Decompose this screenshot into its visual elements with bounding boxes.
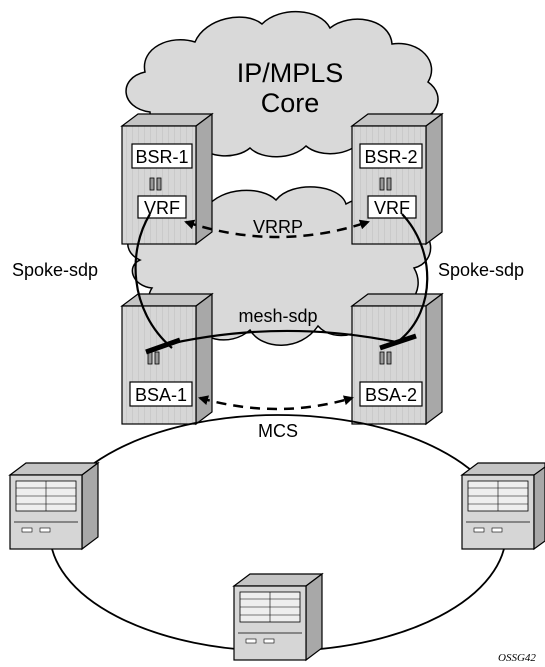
bsa2-label-box bbox=[359, 381, 423, 407]
bsa2-sap-bar bbox=[379, 333, 417, 351]
vrf1-label: VRF bbox=[144, 198, 180, 218]
mesh-sdp-link: mesh-sdp bbox=[145, 306, 417, 355]
figure-id: OSSG42 bbox=[498, 652, 536, 664]
bsa2-label: BSA-2 bbox=[365, 385, 417, 405]
cloud-label-line1: IP/MPLS bbox=[237, 58, 344, 88]
spoke-sdp-left-link: Spoke-sdp bbox=[12, 213, 173, 349]
bsr2-label-box bbox=[359, 143, 423, 169]
bsa1-router: BSA-1 bbox=[120, 292, 214, 426]
bsr1-router: BSR-1 VRF bbox=[120, 112, 214, 246]
bsa1-label: BSA-1 bbox=[135, 385, 187, 405]
mesh-sdp-label: mesh-sdp bbox=[238, 306, 317, 326]
spoke-sdp-right-label: Spoke-sdp bbox=[438, 260, 524, 280]
access-node-left bbox=[8, 461, 100, 551]
bsa1-label-box bbox=[129, 381, 193, 407]
mcs-link: MCS bbox=[198, 395, 354, 441]
access-node-right bbox=[460, 462, 545, 551]
bsa2-router: BSA-2 bbox=[350, 292, 444, 426]
bsr1-label-box bbox=[131, 143, 193, 169]
bsa1-sap-bar bbox=[145, 337, 181, 355]
bsr2-router: BSR-2 VRF bbox=[350, 112, 444, 246]
vrf2-label: VRF bbox=[374, 198, 410, 218]
bsr2-label: BSR-2 bbox=[364, 147, 417, 167]
vrrp-label: VRRP bbox=[253, 217, 303, 237]
vrrp-link: VRRP bbox=[184, 217, 370, 239]
spoke-sdp-left-label: Spoke-sdp bbox=[12, 260, 98, 280]
mcs-label: MCS bbox=[258, 421, 298, 441]
access-node-bottom bbox=[232, 572, 324, 662]
bsr1-label: BSR-1 bbox=[135, 147, 188, 167]
cloud-label-line2: Core bbox=[261, 88, 320, 118]
vrf2-label-box bbox=[367, 195, 417, 219]
vrf1-label-box bbox=[137, 195, 187, 219]
spoke-sdp-right-link: Spoke-sdp bbox=[399, 213, 524, 341]
